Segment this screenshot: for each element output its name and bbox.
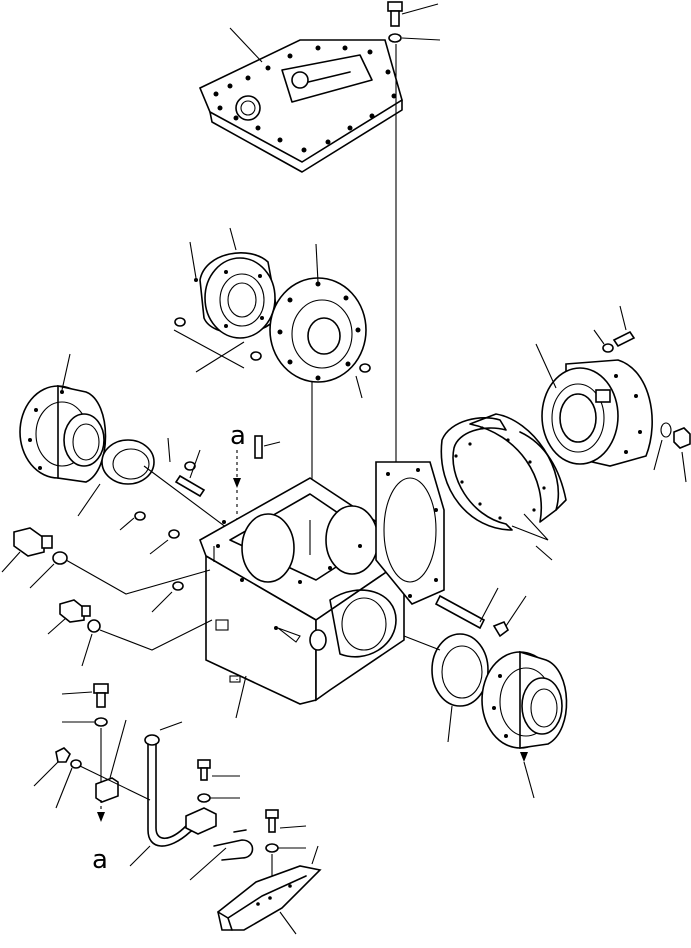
bottom-bolt-center	[197, 759, 211, 803]
guard-plate	[217, 865, 322, 931]
right-bearing-housing-upper	[541, 359, 653, 467]
small-bolts-cage	[174, 317, 262, 361]
nut-bottom	[55, 747, 71, 763]
leader-top-cover	[229, 27, 263, 63]
nut	[492, 620, 510, 638]
main-case	[199, 477, 405, 705]
bottom-bolt-left	[93, 683, 109, 727]
right-bearing-housing-lower	[481, 650, 568, 749]
bracket	[95, 777, 119, 803]
cage-flange	[269, 277, 367, 383]
reference-letter-a-bottom: a	[92, 845, 108, 875]
plug-upper-left	[13, 527, 53, 557]
top-cover	[198, 39, 403, 173]
small-bolt-right	[602, 330, 636, 353]
left-bearing-housing	[19, 385, 107, 483]
bottom-bolt-right	[265, 809, 279, 853]
stud	[434, 594, 486, 630]
bearing-cage-upper	[199, 252, 279, 339]
reference-letter-a-top: a	[230, 421, 246, 451]
right-seal-ring	[431, 633, 489, 707]
clamp-block	[185, 807, 217, 835]
case-right-flange	[375, 461, 445, 605]
left-seal-ring	[101, 439, 155, 485]
gasket-set	[440, 413, 567, 531]
top-bolt	[387, 1, 403, 43]
small-bolts-left	[134, 461, 206, 591]
plug-lower-left	[59, 599, 91, 623]
dowel-pin	[254, 435, 263, 459]
u-bolt	[213, 829, 254, 861]
